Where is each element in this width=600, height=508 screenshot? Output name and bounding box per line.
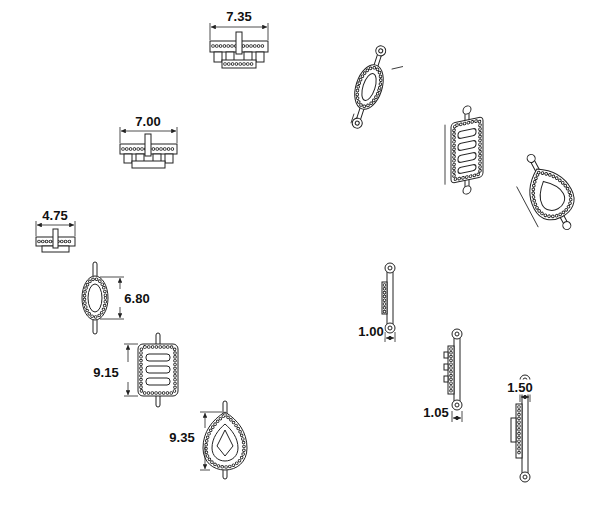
bar-connector — [124, 333, 178, 407]
dimension-label: 7.35 — [225, 9, 252, 24]
dimension-label: 7.00 — [134, 114, 161, 129]
isometric-oval-connector — [343, 42, 407, 136]
top-view-medium — [120, 127, 177, 168]
dimension-label: 4.75 — [41, 208, 68, 223]
dimension-label: 9.35 — [168, 430, 195, 445]
isometric-bar-connector — [445, 103, 483, 199]
dimension-label: 6.80 — [123, 291, 150, 306]
dimension-label: 1.00 — [357, 324, 384, 339]
top-view-large — [210, 23, 268, 68]
oval-connector — [82, 262, 124, 334]
drop-connector — [200, 401, 247, 479]
dimension-label: 1.05 — [422, 405, 449, 420]
top-view-small — [36, 221, 75, 252]
dimension-label: 1.50 — [506, 380, 533, 395]
dimension-label: 9.15 — [92, 365, 119, 380]
isometric-drop-connector — [506, 145, 587, 241]
